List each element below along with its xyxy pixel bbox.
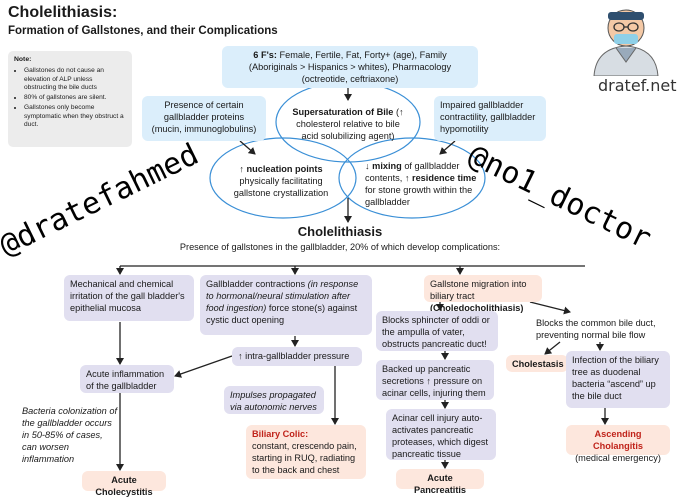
- migration-lead: Gallstone migration into biliary tract: [430, 279, 527, 301]
- choledocholithiasis-box: Gallstone migration into biliary tract (…: [424, 275, 542, 313]
- gallbladder-proteins-box: Presence of certain gallbladder proteins…: [142, 96, 266, 141]
- mucosal-irritation-box: Mechanical and chemical irritation of th…: [64, 275, 194, 321]
- supersaturation-detail: (↑ cholesterol relative to bile acid sol…: [296, 107, 404, 141]
- biliary-infection-box: Infection of the biliary tree as duodena…: [566, 351, 670, 408]
- contractions-trigger: (in response to hormonal/neural stimulat…: [206, 279, 359, 313]
- venn-left-ellipse: [209, 137, 357, 219]
- acinar-injury-box: Acinar cell injury auto-activates pancre…: [386, 409, 496, 460]
- ascending-cholangitis-box: Ascending Cholangitis (medical emergency…: [566, 425, 670, 463]
- biliary-colic-box: Biliary Colic: constant, crescendo pain,…: [246, 425, 366, 479]
- cholelithiasis-heading: Cholelithiasis: [297, 224, 383, 239]
- nucleation-text: ↑ nucleation points physically facilitat…: [226, 163, 336, 199]
- arrow-motility-to-venn: [439, 140, 456, 155]
- page-subtitle: Formation of Gallstones, and their Compl…: [8, 25, 278, 37]
- biliary-colic-title: Biliary Colic:: [252, 429, 309, 439]
- contractions-lead: Gallbladder contractions: [206, 279, 306, 289]
- note-item: Gallstones do not cause an elevation of …: [24, 67, 126, 92]
- arrow-cbd-to-cholestasis: [544, 341, 561, 355]
- note-box: Note: Gallstones do not cause an elevati…: [8, 51, 132, 147]
- note-item: 80% of gallstones are silent.: [24, 94, 126, 102]
- risk-factors-text: Female, Fertile, Fat, Forty+ (age), Fami…: [248, 50, 452, 84]
- mixing-text: ↓ mixing of gallbladder contents, ↑ resi…: [365, 160, 477, 208]
- residence-time-label: ↑ residence time: [404, 173, 477, 183]
- supersaturation-text: Supersaturation of Bile (↑ cholesterol r…: [288, 106, 408, 142]
- bacteria-colonization-text: Bacteria colonization of the gallbladder…: [22, 406, 117, 464]
- backed-up-secretions-box: Backed up pancreatic secretions ↑ pressu…: [376, 360, 494, 400]
- autonomic-impulses-box: Impulses propagated via autonomic nerves: [224, 386, 324, 414]
- nucleation-detail: physically facilitating gallstone crysta…: [233, 176, 329, 198]
- doctor-avatar-logo: [593, 9, 659, 76]
- arrow-migration-to-cbd: [529, 301, 571, 315]
- gallbladder-contractions-box: Gallbladder contractions (in response to…: [200, 275, 372, 335]
- supersaturation-label: Supersaturation of Bile: [292, 107, 394, 117]
- site-name: dratef.net: [598, 76, 677, 95]
- common-bile-duct-block-text: Blocks the common bile duct, preventing …: [536, 318, 656, 340]
- page-title: Cholelithiasis:: [8, 4, 118, 21]
- mixing-detail-b: for stone growth within the gallbladder: [365, 185, 473, 207]
- intra-gallbladder-pressure-box: ↑ intra-gallbladder pressure: [232, 347, 362, 366]
- sphincter-of-oddi-box: Blocks sphincter of oddi or the ampulla …: [376, 311, 498, 351]
- note-item: Gallstones only become symptomatic when …: [24, 104, 126, 129]
- acute-inflammation-box: Acute inflammation of the gallbladder: [80, 365, 174, 393]
- cholestasis-outcome: Cholestasis: [506, 355, 568, 372]
- choledocholithiasis-label: (Choledocholithiasis): [430, 303, 524, 313]
- note-heading: Note:: [14, 56, 32, 63]
- acute-cholecystitis-outcome: Acute Cholecystitis: [82, 471, 166, 497]
- mixing-label: ↓ mixing: [365, 161, 402, 171]
- nucleation-label: ↑ nucleation points: [239, 164, 323, 174]
- ascending-cholangitis-title: Ascending Cholangitis: [592, 429, 644, 451]
- mixing-detail-a: of gallbladder contents,: [365, 161, 460, 183]
- risk-factors-label: 6 F's:: [253, 50, 277, 60]
- acute-pancreatitis-outcome: Acute Pancreatitis: [396, 469, 484, 495]
- risk-factors-box: 6 F's: Female, Fertile, Fat, Forty+ (age…: [222, 46, 478, 88]
- biliary-colic-description: constant, crescendo pain, starting in RU…: [252, 441, 357, 475]
- arrow-pressure-to-inflammation: [174, 355, 233, 378]
- contractions-result: force stone(s) against cystic duct openi…: [206, 303, 358, 325]
- cholelithiasis-description: Presence of gallstones in the gallbladde…: [179, 242, 501, 252]
- arrow-proteins-to-venn: [239, 140, 256, 155]
- venn-right-ellipse: [338, 137, 486, 219]
- gallbladder-motility-box: Impaired gallbladder contractility, gall…: [434, 96, 546, 141]
- cholangitis-emergency-note: (medical emergency): [575, 453, 661, 463]
- note-list: Gallstones do not cause an elevation of …: [14, 67, 126, 129]
